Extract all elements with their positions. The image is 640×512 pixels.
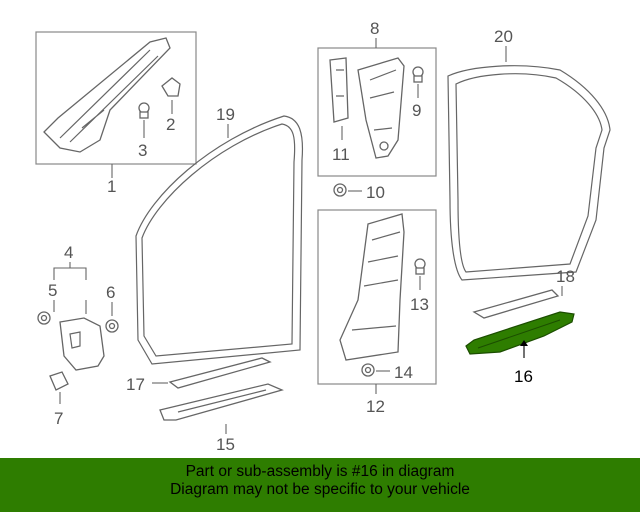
callout-7[interactable]: 7 [54,409,63,428]
part-3-clip[interactable] [138,102,150,119]
callout-9[interactable]: 9 [412,101,421,120]
callout-4[interactable]: 4 [64,243,73,262]
callout-3[interactable]: 3 [138,141,147,160]
banner-line-part-number: Part or sub-assembly is #16 in diagram [185,463,455,480]
callout-10[interactable]: 10 [366,183,385,202]
part-9-clip[interactable] [412,66,424,83]
callout-6[interactable]: 6 [106,283,115,302]
part-4-5-bracket [53,262,87,280]
part-11-garnish[interactable] [329,57,349,123]
callout-12[interactable]: 12 [366,397,385,416]
part-12-group-box [317,209,437,385]
part-8-pillar-trim[interactable] [357,57,405,159]
callout-11[interactable]: 11 [332,145,350,164]
part-7-cap[interactable] [49,371,69,391]
part-4-cowl-trim[interactable] [59,317,105,371]
callout-2[interactable]: 2 [166,115,175,134]
callout-17[interactable]: 17 [126,375,145,394]
callout-8[interactable]: 8 [370,19,379,38]
part-16-scuff-plate-highlighted[interactable] [465,311,575,355]
callout-5[interactable]: 5 [48,281,57,300]
callout-19[interactable]: 19 [216,105,235,124]
part-18-scuff-strip[interactable] [472,289,560,319]
banner-line-disclaimer: Diagram may not be specific to your vehi… [170,481,470,498]
part-6-clip[interactable] [105,319,119,333]
part-8-group-box [317,47,437,177]
part-16-arrowhead [520,340,528,346]
part-10-clip[interactable] [333,183,347,197]
part-19-weatherstrip[interactable] [135,115,304,365]
callout-1[interactable]: 1 [107,177,116,196]
part-17-scuff-strip[interactable] [168,357,272,389]
callout-20[interactable]: 20 [494,27,513,46]
callout-15[interactable]: 15 [216,435,235,454]
callout-13[interactable]: 13 [410,295,429,314]
part-15-scuff-plate[interactable] [159,383,284,421]
part-13-clip[interactable] [414,258,426,275]
part-12-pillar-trim[interactable] [339,213,405,361]
part-2-clip[interactable] [161,77,181,97]
part-20-weatherstrip[interactable] [447,65,611,281]
parts-diagram: 1 2 3 4 5 6 7 8 9 10 11 12 13 14 15 16 1… [35,19,611,454]
part-1-pillar-garnish[interactable] [43,37,171,153]
callout-14[interactable]: 14 [394,363,413,382]
part-5-clip[interactable] [37,311,51,325]
part-14-clip[interactable] [361,363,375,377]
callout-16[interactable]: 16 [514,367,533,386]
info-banner: Part or sub-assembly is #16 in diagram D… [0,458,640,512]
callout-18[interactable]: 18 [556,267,575,286]
part-1-group-box [35,31,197,165]
